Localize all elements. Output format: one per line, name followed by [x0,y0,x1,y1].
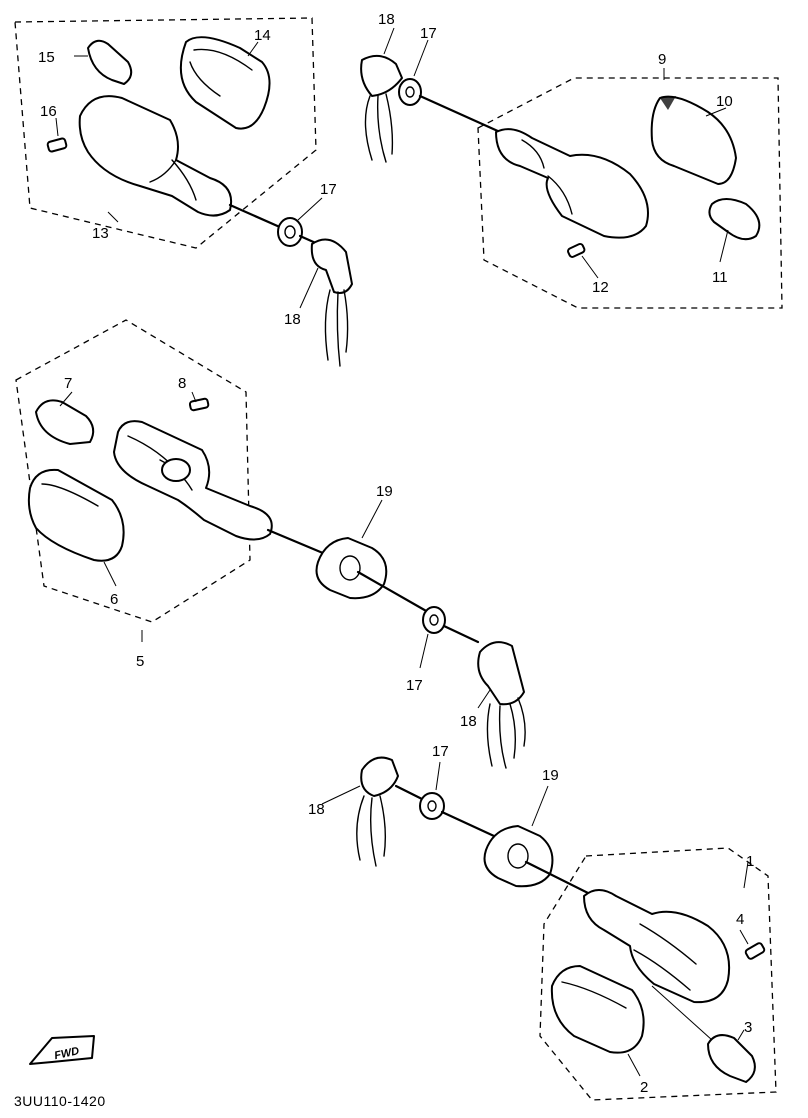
grommet-17-a [277,217,303,247]
grommet-19-a [315,537,388,600]
callout-14: 14 [254,27,271,44]
housing-9 [495,128,649,239]
group-outline-9 [477,77,783,309]
grommet-17-c [422,606,446,634]
diagram-code: 3UU110-1420 [14,1093,106,1109]
lens-6 [27,468,125,562]
group-outline-1 [539,847,777,1101]
callout-12: 12 [592,279,609,296]
fwd-label: FWD [53,1045,80,1062]
group-outline-5 [15,319,251,623]
lens-2 [550,965,645,1054]
callout-8: 8 [178,375,186,392]
callout-3: 3 [744,1019,752,1036]
callout-11: 11 [712,269,728,286]
bulb-3 [707,1034,756,1083]
callout-15: 15 [38,49,55,66]
callout-18: 18 [378,11,395,28]
connector-18-d [360,756,399,797]
callout-19: 19 [376,483,393,500]
grommet-17-d [419,792,445,820]
callout-16: 16 [40,103,57,120]
connector-18-c [477,641,525,706]
callout-10: 10 [716,93,733,110]
callout-17: 17 [406,677,423,694]
callout-17: 17 [420,25,437,42]
callout-18: 18 [284,311,301,328]
housing-13 [78,95,232,217]
callout-2: 2 [640,1079,648,1096]
callout-labels: 14 15 16 13 17 18 18 17 9 10 11 12 7 8 6… [38,11,754,1096]
turn-signal-assembly-top-right [360,27,783,309]
lens-10 [650,95,737,185]
turn-signal-assembly-top-left [14,17,353,367]
callout-17: 17 [432,743,449,760]
callout-6: 6 [110,591,118,608]
bulb-7 [35,399,95,445]
screw-16 [46,137,68,153]
callout-4: 4 [736,911,744,928]
turn-signal-assembly-bottom [321,756,777,1101]
callout-9: 9 [658,51,666,68]
screw-12 [567,242,586,258]
grommet-17-b [398,78,422,106]
lens-14 [179,36,271,130]
callout-19: 19 [542,767,559,784]
callout-13: 13 [92,225,109,242]
connector-18-b [360,54,403,97]
screw-8 [188,397,210,412]
connector-18-a [310,238,353,294]
screw-4 [744,942,766,960]
callout-17: 17 [320,181,337,198]
group-outline-13 [14,17,317,249]
forward-direction-badge: FWD [29,1035,95,1065]
bulb-11 [708,198,761,241]
grommet-19-b [483,825,554,888]
callout-18: 18 [308,801,325,818]
callout-18: 18 [460,713,477,730]
housing-1 [583,889,731,1004]
callout-5: 5 [136,653,144,670]
callout-1: 1 [746,853,754,870]
bulb-15 [87,39,133,85]
callout-7: 7 [64,375,72,392]
turn-signal-assembly-middle [15,319,526,769]
